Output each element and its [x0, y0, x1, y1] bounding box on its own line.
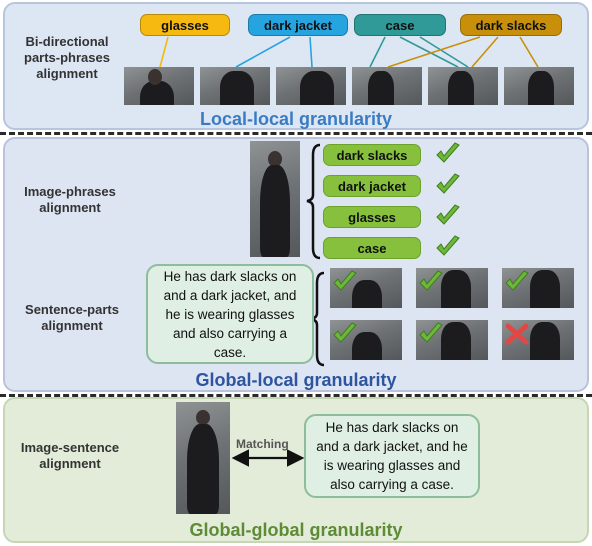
alignment-line: [235, 36, 291, 68]
alignment-lines: [159, 36, 539, 68]
cross-icon: [505, 323, 529, 345]
phrase-pill: case: [354, 14, 446, 36]
check-icon: [333, 270, 357, 291]
global-global-panel: [3, 397, 589, 543]
check-icon: [505, 270, 529, 291]
check-icon: [436, 204, 460, 225]
phrase-pill: glasses: [140, 14, 230, 36]
section-divider: [0, 394, 592, 397]
alignment-line: [387, 36, 481, 68]
phrase-pill: dark jacket: [323, 175, 421, 197]
check-icon: [436, 142, 460, 163]
body-part-crop: [504, 67, 574, 105]
body-part-crop: [330, 320, 402, 360]
matching-label: Matching: [236, 437, 289, 451]
sentence-box: He has dark slacks on and a dark jacket,…: [146, 264, 314, 364]
check-icon: [436, 235, 460, 256]
body-part-crop: [276, 67, 346, 105]
alignment-line: [399, 36, 459, 68]
alignment-line: [159, 36, 169, 68]
person-full-image: [176, 402, 230, 514]
person-full-image: [250, 141, 300, 257]
check-icon: [333, 322, 357, 343]
body-part-crop: [330, 268, 402, 308]
alignment-line: [519, 36, 539, 68]
phrase-pill: dark jacket: [248, 14, 348, 36]
section-divider: [0, 132, 592, 135]
global-global-granularity-title: Global-global granularity: [189, 520, 403, 540]
body-part-crop: [200, 67, 270, 105]
phrase-pill: case: [323, 237, 421, 259]
check-icon: [436, 173, 460, 194]
alignment-line: [309, 36, 313, 68]
phrase-pill: glasses: [323, 206, 421, 228]
check-icon: [419, 322, 443, 343]
sentence-parts-row-label: Sentence-parts alignment: [25, 302, 119, 333]
alignment-line: [471, 36, 499, 68]
parts-phrases-row-label: Bi-directional parts-phrases alignment: [24, 34, 110, 81]
body-part-crop: [124, 67, 194, 105]
body-part-crop: [352, 67, 422, 105]
body-part-crop: [428, 67, 498, 105]
image-sentence-row-label: Image-sentence alignment: [20, 440, 120, 471]
alignment-line: [419, 36, 469, 68]
global-local-granularity-title: Global-local granularity: [195, 370, 397, 390]
alignment-line: [369, 36, 386, 68]
sentence-box: He has dark slacks on and a dark jacket,…: [304, 414, 480, 498]
phrase-pill: dark slacks: [323, 144, 421, 166]
local-local-granularity-title: Local-local granularity: [199, 109, 393, 129]
check-icon: [419, 270, 443, 291]
phrase-pill: dark slacks: [460, 14, 562, 36]
image-phrases-row-label: Image-phrases alignment: [24, 184, 116, 215]
